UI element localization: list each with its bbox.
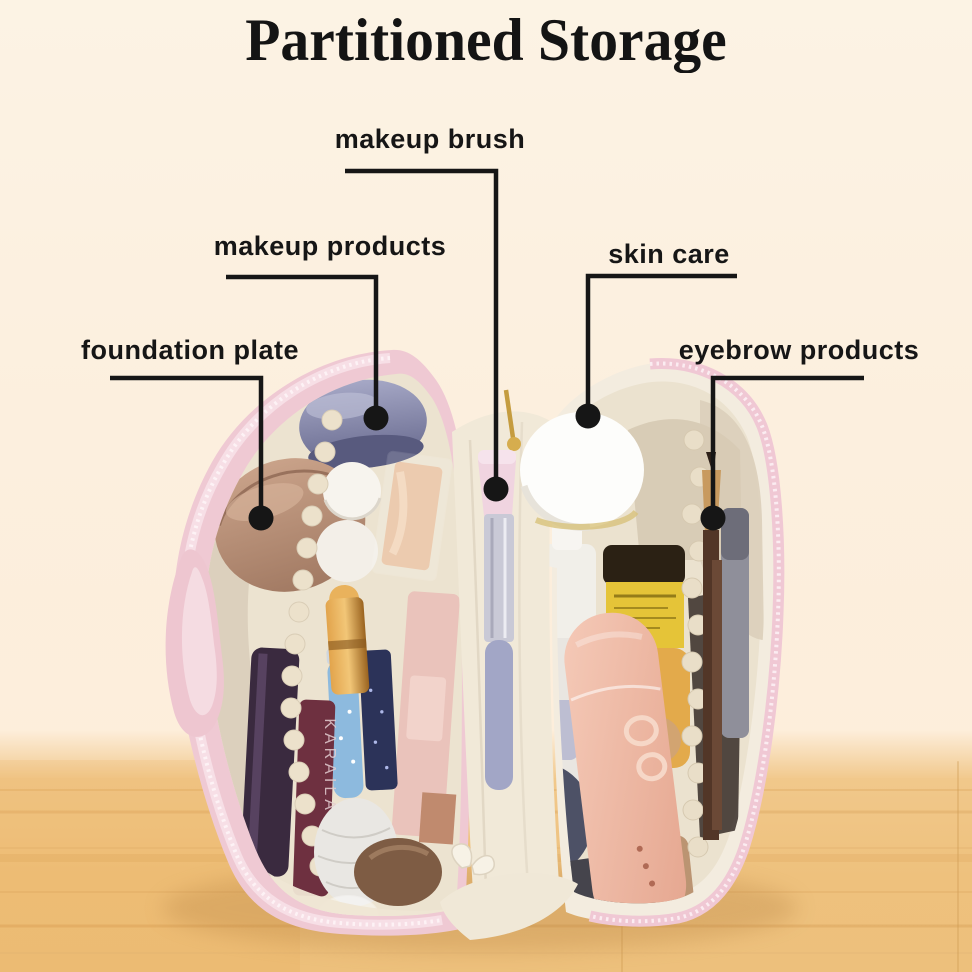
facial-device <box>564 612 687 904</box>
annotation-label-skin-care: skin care <box>608 239 730 269</box>
zipper-pull <box>503 389 521 451</box>
annotation-label-eyebrow-products: eyebrow products <box>678 335 920 365</box>
makeup-brush-item <box>478 450 516 790</box>
eyebrow-pencils <box>702 452 749 840</box>
center-divider-area <box>440 389 644 940</box>
annotation-label-makeup-products: makeup products <box>213 231 447 261</box>
annotation-label-makeup-brush: makeup brush <box>334 124 526 154</box>
gold-lipstick <box>325 585 370 695</box>
pink-palette <box>391 591 460 845</box>
fabric-bow <box>451 843 495 876</box>
tube-brand-text: KARAILA <box>321 718 338 814</box>
page-title: Partitioned Storage <box>245 7 727 73</box>
bag-handle <box>165 549 224 737</box>
skincare-jar <box>520 412 644 531</box>
cream-jar-2 <box>316 520 378 582</box>
annotation-label-foundation-plate: foundation plate <box>81 335 299 365</box>
lining-spill <box>440 872 578 940</box>
